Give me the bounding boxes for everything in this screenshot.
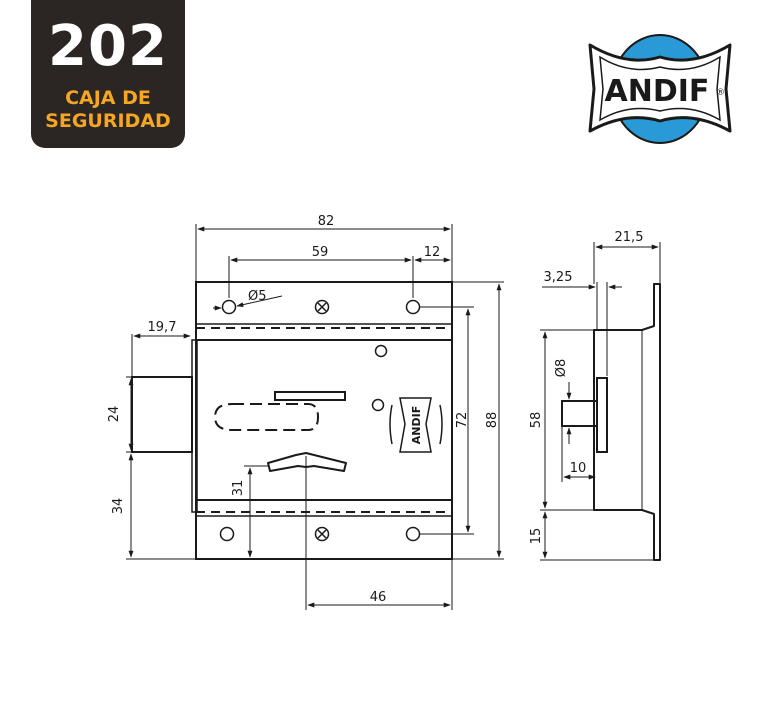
bolt — [131, 376, 193, 453]
rivet-top — [314, 299, 330, 315]
lock-badge-text: ANDIF — [410, 406, 423, 444]
screw-hole-middle — [371, 398, 385, 412]
side-view: 21,5 3,25 58 Ø8 10 15 — [529, 230, 661, 561]
mount-hole-top-left — [221, 299, 237, 315]
dim-pin-diameter: Ø8 — [554, 359, 569, 378]
mount-hole-bottom-right — [405, 526, 421, 542]
dim-side-15: 15 — [529, 528, 544, 545]
front-view: ANDIF 82 59 12 Ø5 19,7 24 34 31 72 — [107, 214, 504, 610]
dim-bolt-24: 24 — [107, 406, 122, 423]
hidden-cam — [213, 403, 320, 431]
side-flange — [593, 283, 661, 561]
screw-hole-upper — [374, 344, 388, 358]
andif-logo: ANDIF ® — [588, 34, 732, 144]
side-pin — [561, 400, 598, 427]
turn-handle — [267, 452, 347, 472]
mount-hole-top-right — [405, 299, 421, 315]
product-badge: 202 CAJA DE SEGURIDAD — [31, 0, 185, 148]
rivet-bottom — [314, 526, 330, 542]
dim-side-3-25: 3,25 — [544, 270, 573, 285]
lock-badge — [399, 397, 432, 453]
dim-height-31: 31 — [231, 480, 246, 497]
product-number: 202 — [48, 14, 168, 79]
logo-text: ANDIF — [605, 74, 710, 109]
dim-width-82: 82 — [318, 214, 335, 229]
dim-hole-spacing-59: 59 — [312, 245, 329, 260]
lock-plate — [195, 281, 453, 560]
key-slot — [274, 391, 346, 401]
side-plate — [596, 377, 608, 453]
dim-pin-10: 10 — [570, 461, 587, 476]
product-title-line1: CAJA DE — [65, 87, 151, 109]
dim-body-58: 58 — [529, 412, 544, 429]
dim-edge-12: 12 — [424, 245, 441, 260]
dim-side-21-5: 21,5 — [615, 230, 644, 245]
dim-offset-19-7: 19,7 — [148, 320, 177, 335]
dim-bottom-34: 34 — [111, 498, 126, 515]
dim-hole-diameter: Ø5 — [248, 289, 267, 304]
dim-plate-72: 72 — [455, 412, 470, 429]
logo-registered-mark: ® — [716, 88, 725, 98]
dim-bottom-46: 46 — [370, 590, 387, 605]
product-title-line2: SEGURIDAD — [45, 110, 171, 132]
mount-hole-bottom-left — [219, 526, 235, 542]
dim-total-88: 88 — [485, 412, 500, 429]
